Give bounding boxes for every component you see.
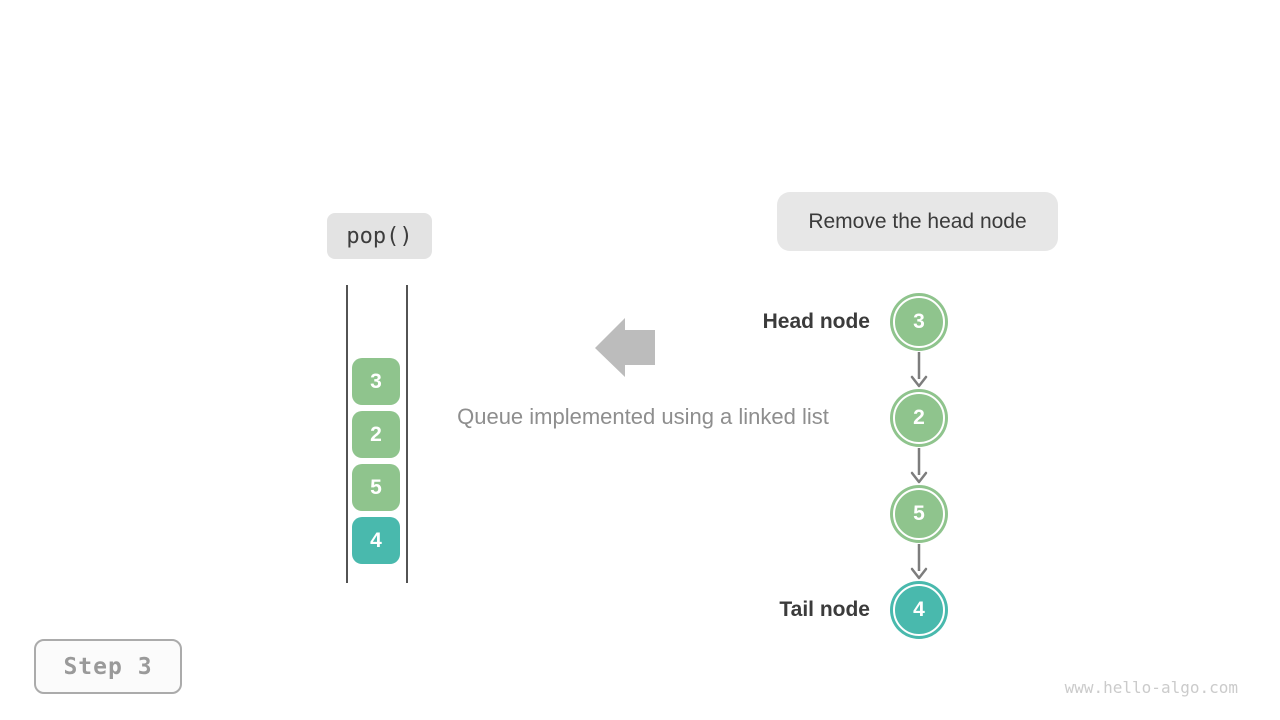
queue-stack: 3 2 5 4 <box>352 358 400 570</box>
left-block-arrow-icon <box>595 318 655 377</box>
queue-item-4: 4 <box>352 517 400 564</box>
annotation-label: Remove the head node <box>808 209 1027 233</box>
list-node-value: 5 <box>893 487 945 540</box>
pop-operation-label: pop() <box>346 223 413 249</box>
linked-list-column: 3 2 5 4 <box>889 292 949 639</box>
down-arrow-icon <box>910 544 928 580</box>
pop-operation-badge: pop() <box>327 213 432 259</box>
step-badge-label: Step 3 <box>63 653 153 680</box>
queue-left-rail <box>346 285 348 583</box>
tail-node-label: Tail node <box>779 598 870 621</box>
queue-item-2: 2 <box>352 411 400 458</box>
list-node-3: 3 <box>890 292 949 351</box>
step-badge: Step 3 <box>34 639 182 694</box>
list-node-4: 4 <box>890 580 949 639</box>
annotation-badge: Remove the head node <box>777 192 1058 251</box>
list-node-value: 3 <box>893 295 945 348</box>
head-node-label: Head node <box>762 310 870 333</box>
list-node-value: 4 <box>893 583 945 636</box>
list-node-5: 5 <box>890 484 949 543</box>
list-node-value: 2 <box>893 391 945 444</box>
diagram-caption: Queue implemented using a linked list <box>457 404 829 429</box>
site-watermark: www.hello-algo.com <box>1064 678 1238 697</box>
down-arrow-icon <box>910 352 928 388</box>
queue-item-5: 5 <box>352 464 400 511</box>
queue-right-rail <box>406 285 408 583</box>
list-node-2: 2 <box>890 388 949 447</box>
queue-item-3: 3 <box>352 358 400 405</box>
down-arrow-icon <box>910 448 928 484</box>
